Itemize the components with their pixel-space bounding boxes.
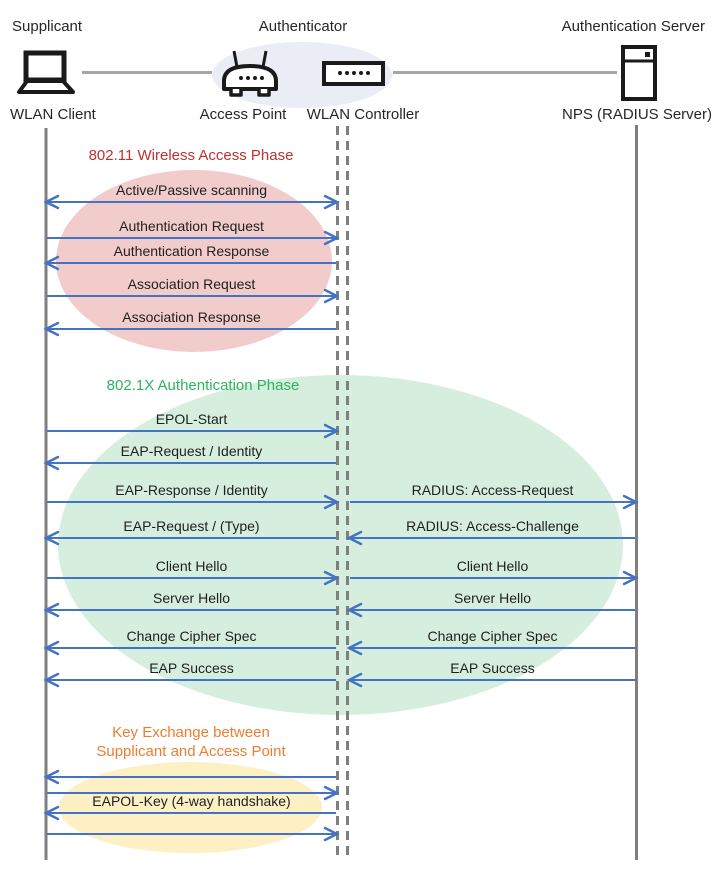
message-association-response-label: Association Response [122, 309, 261, 325]
message-eap-request-identity-label: EAP-Request / Identity [120, 443, 263, 459]
message-change-cipher-spec-arrowhead-left [346, 640, 363, 656]
message-active-passive-scanning-arrowhead-left [43, 194, 60, 210]
message-eap-success-label: EAP Success [450, 660, 535, 676]
message-active-passive-scanning-arrowhead-right [323, 194, 340, 210]
message-change-cipher-spec-label: Change Cipher Spec [126, 628, 257, 644]
phase1-ellipse [56, 170, 332, 352]
phase1-title: 802.11 Wireless Access Phase [88, 147, 294, 164]
label-wlan-controller: WLAN Controller [306, 106, 420, 123]
wlan-controller-icon [322, 61, 385, 86]
message-eapol-key-4-way-handshake-arrowhead-left [43, 805, 60, 821]
message-client-hello-label: Client Hello [456, 558, 529, 574]
message-authentication-request-arrowhead-right [323, 230, 340, 246]
message-eap-request-identity-arrowhead-left [43, 455, 60, 471]
message-association-request-label: Association Request [127, 276, 256, 292]
message-server-hello-arrowhead-left [43, 602, 60, 618]
message-unlabeled-arrowhead-right [323, 785, 340, 801]
message-eap-success-arrowhead-left [346, 672, 363, 688]
message-eap-success-arrowhead-left [43, 672, 60, 688]
connector-client-ap [82, 71, 212, 74]
message-eap-response-identity-arrowhead-right [323, 494, 340, 510]
message-radius-access-request-arrowhead-right [622, 494, 639, 510]
message-client-hello-arrowhead-right [622, 570, 639, 586]
role-authenticator: Authenticator [258, 18, 348, 35]
message-server-hello-label: Server Hello [152, 590, 231, 606]
message-authentication-response-arrowhead-left [43, 255, 60, 271]
message-authentication-response-label: Authentication Response [113, 243, 270, 259]
laptop-icon [17, 50, 75, 94]
message-eapol-key-4-way-handshake-label: EAPOL-Key (4-way handshake) [92, 793, 291, 809]
message-change-cipher-spec-arrowhead-left [43, 640, 60, 656]
phase3-title-line2: Supplicant and Access Point [96, 743, 286, 760]
message-eap-response-identity-label: EAP-Response / Identity [115, 482, 268, 498]
label-wlan-client: WLAN Client [10, 106, 96, 123]
message-client-hello-label: Client Hello [155, 558, 228, 574]
message-radius-access-challenge-arrowhead-left [346, 530, 363, 546]
message-eap-success-label: EAP Success [149, 660, 234, 676]
label-nps-radius-server: NPS (RADIUS Server) [561, 106, 713, 123]
message-epol-start-label: EPOL-Start [155, 411, 228, 427]
message-association-request-arrowhead-right [323, 288, 340, 304]
phase2-title: 802.1X Authentication Phase [106, 377, 300, 394]
connector-controller-server [393, 71, 617, 74]
message-eap-request-type-arrowhead-left [43, 530, 60, 546]
message-radius-access-request-label: RADIUS: Access-Request [411, 482, 574, 498]
message-change-cipher-spec-label: Change Cipher Spec [427, 628, 558, 644]
phase3-title-line1: Key Exchange between [112, 724, 270, 741]
message-eap-request-type-label: EAP-Request / (Type) [123, 518, 260, 534]
access-point-icon [222, 50, 278, 97]
message-radius-access-challenge-label: RADIUS: Access-Challenge [406, 518, 579, 534]
label-access-point: Access Point [199, 106, 287, 123]
server-icon [621, 45, 657, 101]
message-client-hello-arrowhead-right [323, 570, 340, 586]
message-epol-start-arrowhead-right [323, 423, 340, 439]
message-association-response-arrowhead-left [43, 321, 60, 337]
message-unlabeled-arrowhead-right [323, 826, 340, 842]
phase3-title: Key Exchange between Supplicant and Acce… [96, 723, 285, 761]
role-supplicant: Supplicant [12, 18, 83, 35]
message-authentication-request-label: Authentication Request [119, 218, 264, 234]
message-active-passive-scanning-label: Active/Passive scanning [116, 182, 267, 198]
message-server-hello-arrowhead-left [346, 602, 363, 618]
message-unlabeled-arrowhead-left [43, 769, 60, 785]
message-server-hello-label: Server Hello [453, 590, 532, 606]
role-authentication-server: Authentication Server [561, 18, 705, 35]
